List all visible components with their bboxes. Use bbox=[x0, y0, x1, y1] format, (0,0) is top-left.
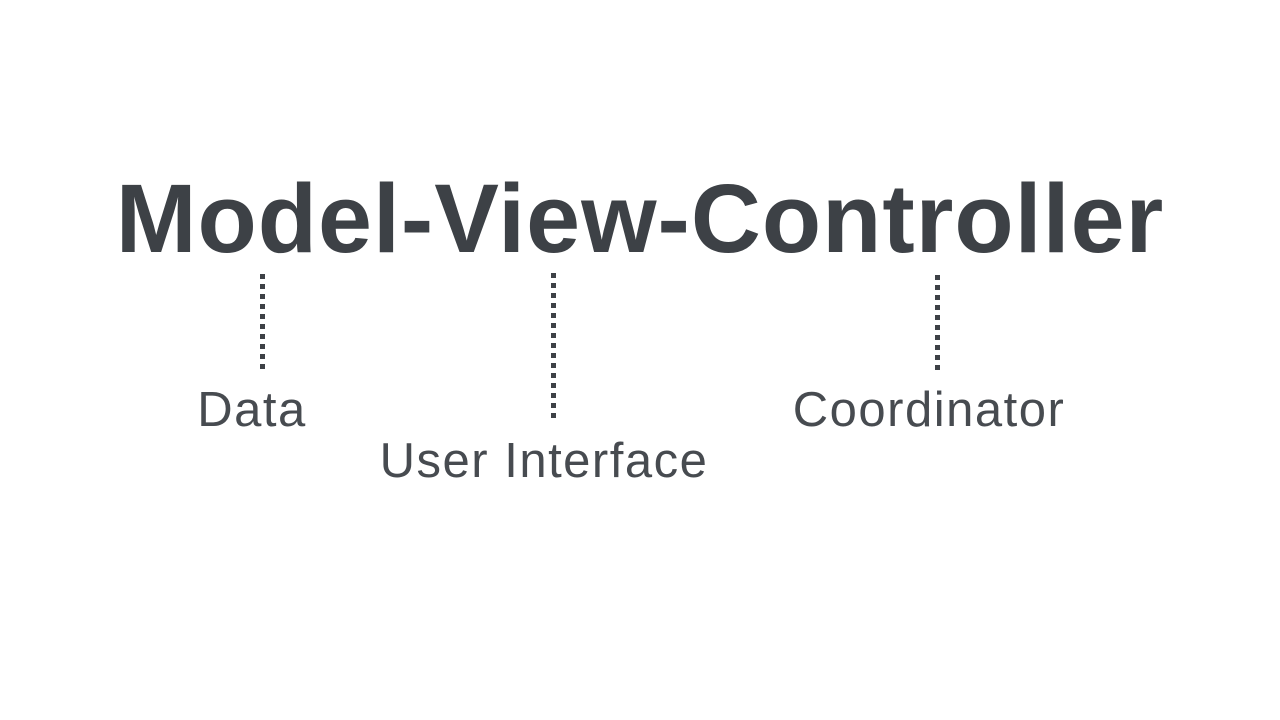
view-annotation-label: User Interface bbox=[379, 434, 709, 488]
controller-dotted-connector-line bbox=[935, 275, 940, 373]
view-dotted-connector-line bbox=[551, 273, 556, 418]
model-annotation-label: Data bbox=[197, 383, 307, 437]
controller-annotation-label: Coordinator bbox=[792, 383, 1066, 437]
slide-title: Model-View-Controller bbox=[115, 164, 1165, 273]
model-dotted-connector-line bbox=[260, 274, 265, 370]
